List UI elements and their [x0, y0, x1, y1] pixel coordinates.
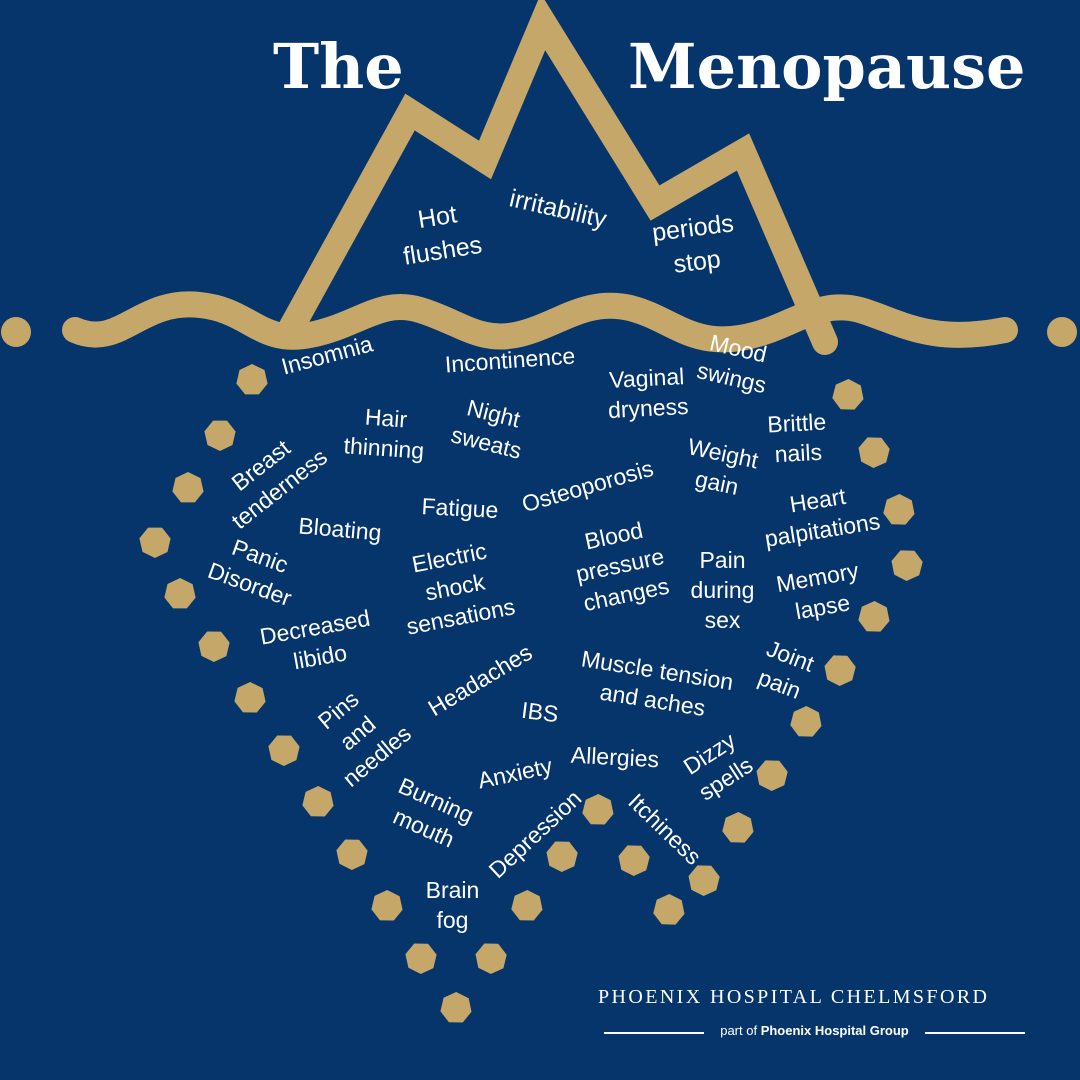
- iceberg-dot: [371, 890, 403, 921]
- title-part-2: Menopause: [628, 30, 1026, 103]
- iceberg-dot: [722, 812, 754, 843]
- iceberg-dot: [234, 682, 266, 713]
- iceberg-dot: [582, 794, 614, 825]
- symptom-pain-during-sex: Pain during sex: [690, 547, 755, 633]
- iceberg-dot: [405, 943, 437, 974]
- brand-rule-right: [925, 1032, 1025, 1034]
- symptom-vaginal-dryness: Vaginal dryness: [607, 363, 690, 424]
- iceberg-dot: [858, 437, 890, 468]
- iceberg-dot: [139, 527, 171, 558]
- iceberg-dot: [164, 578, 196, 609]
- iceberg-dot: [172, 472, 204, 503]
- iceberg-dot: [268, 735, 300, 766]
- iceberg-dot: [883, 494, 915, 525]
- iceberg-dot: [302, 786, 334, 817]
- iceberg-dot: [198, 631, 230, 662]
- iceberg-peak-outline: [277, 0, 838, 355]
- symptom-fatigue: Fatigue: [421, 493, 499, 523]
- iceberg-dot: [756, 760, 788, 791]
- iceberg-dot: [336, 839, 368, 870]
- water-dot-left: [1, 317, 31, 347]
- iceberg-dot: [618, 845, 650, 876]
- water-line-wave: [62, 291, 1018, 353]
- tagline-group-name: Phoenix Hospital Group: [760, 1023, 909, 1038]
- symptom-allergies: Allergies: [570, 741, 660, 773]
- iceberg-dot: [832, 379, 864, 410]
- iceberg-dot: [546, 841, 578, 872]
- title-part-1: The: [273, 30, 404, 103]
- water-dot-right: [1047, 317, 1077, 347]
- iceberg-dot: [790, 706, 822, 737]
- iceberg-dot: [891, 550, 923, 581]
- iceberg-dot: [688, 865, 720, 896]
- iceberg-dot: [475, 943, 507, 974]
- tagline-prefix: part of: [720, 1023, 761, 1038]
- iceberg-dot: [236, 364, 268, 395]
- iceberg-dot: [204, 420, 236, 451]
- brand-rule-left: [604, 1032, 704, 1034]
- symptom-brain-fog: Brain fog: [425, 877, 480, 933]
- iceberg-dot: [824, 655, 856, 686]
- iceberg-dot: [440, 992, 472, 1023]
- iceberg-dot: [858, 601, 890, 632]
- symptom-hair-thinning: Hair thinning: [342, 403, 426, 464]
- submerged-iceberg-dots: [139, 364, 923, 1023]
- iceberg-dot: [511, 890, 543, 921]
- iceberg-dot: [653, 894, 685, 925]
- hospital-group-tagline: part of Phoenix Hospital Group: [704, 1023, 925, 1038]
- hospital-name: PHOENIX HOSPITAL CHELMSFORD: [598, 986, 990, 1008]
